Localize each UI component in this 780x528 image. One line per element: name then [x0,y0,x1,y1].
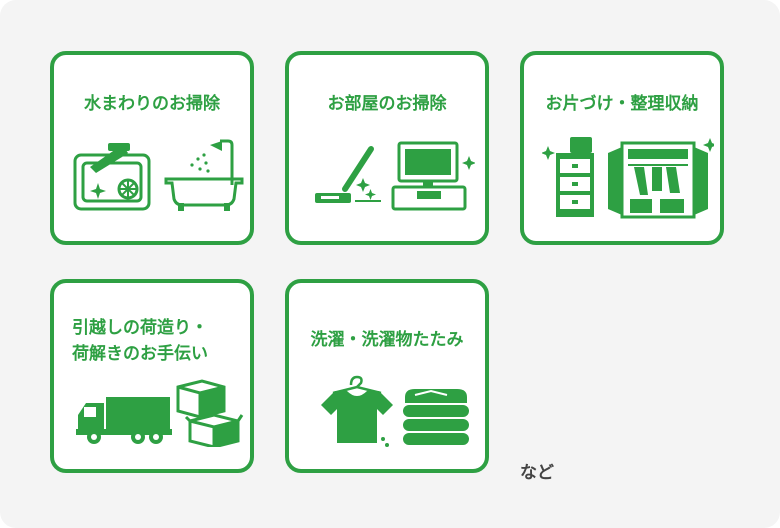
open-closet-icon [608,138,714,219]
bathtub-shower-icon [164,139,244,211]
vacuum-cleaner-icon [315,146,381,203]
shirt-on-hanger-icon [321,375,393,447]
service-title: 洗濯・洗濯物たたみ [310,330,464,350]
service-card-water-areas: 水まわりのお掃除 [50,51,254,245]
service-title: お片づけ・整理収納 [545,94,699,114]
service-card-moving: 引越しの荷造り・ 荷解きのお手伝い [50,279,254,473]
kitchen-sink-icon [73,143,151,211]
service-card-rooms: お部屋のお掃除 [285,51,489,245]
footer-note: など [520,463,554,483]
folded-laundry-icon [403,389,469,445]
service-title-line-1: 引越しの荷造り・ [72,318,208,338]
service-title: お部屋のお掃除 [327,94,447,114]
service-card-laundry: 洗濯・洗濯物たたみ [285,279,489,473]
service-title-line-2: 荷解きのお手伝い [72,344,208,364]
tv-stand-icon [391,141,475,211]
service-card-organizing: お片づけ・整理収納 [520,51,724,245]
moving-truck-icon [76,397,172,444]
service-title: 水まわりのお掃除 [84,94,220,114]
cardboard-boxes-icon [176,379,244,447]
drawer-chest-icon [542,137,594,217]
